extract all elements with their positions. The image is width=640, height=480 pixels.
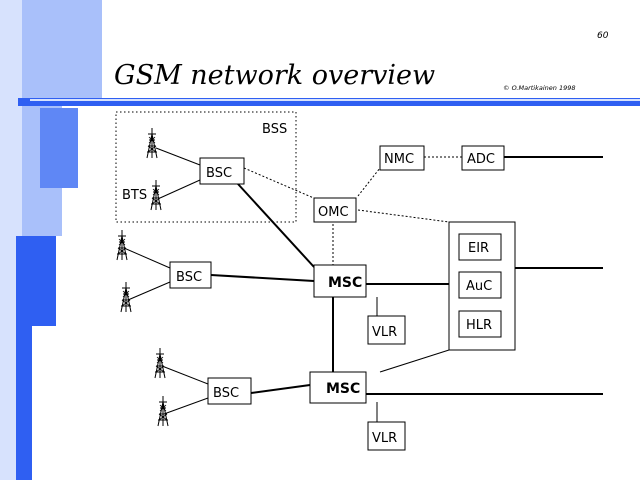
omc-label: OMC xyxy=(318,205,349,220)
bsc-label: BSC xyxy=(176,270,202,285)
msc-label: MSC xyxy=(328,275,362,291)
bsc-node: BSC xyxy=(199,157,245,185)
connection-lines xyxy=(123,147,603,422)
omc-node: OMC xyxy=(313,197,357,223)
auc-label: AuC xyxy=(466,279,492,294)
hlr-label: HLR xyxy=(466,318,492,333)
copyright-notice: © O.Martikainen 1998 xyxy=(503,84,576,92)
msc-node: MSC xyxy=(313,264,367,298)
slide-title: GSM network overview xyxy=(114,60,435,91)
adc-node: ADC xyxy=(461,145,505,171)
bsc-label: BSC xyxy=(213,386,239,401)
registers-group: EIR AuC HLR xyxy=(448,221,516,351)
eir-label: EIR xyxy=(468,241,489,256)
nmc-label: NMC xyxy=(384,152,414,167)
vlr-label: VLR xyxy=(372,325,397,340)
vlr-label: VLR xyxy=(372,431,397,446)
header-rule xyxy=(18,98,640,106)
bss-label: BSS xyxy=(262,122,287,137)
bts-antennas xyxy=(116,127,169,427)
bsc-label: BSC xyxy=(206,166,232,181)
msc-label: MSC xyxy=(326,381,360,397)
bss-region xyxy=(115,111,297,223)
bts-label: BTS xyxy=(122,188,147,203)
bsc-node: BSC xyxy=(169,261,212,289)
decorative-side-bars xyxy=(0,0,102,480)
bsc-node: BSC xyxy=(207,377,252,405)
msc-node: MSC xyxy=(309,371,367,404)
adc-label: ADC xyxy=(467,152,495,167)
vlr-node: VLR xyxy=(367,315,406,345)
nmc-node: NMC xyxy=(379,145,425,171)
vlr-node: VLR xyxy=(367,421,406,451)
page-number: 60 xyxy=(597,31,609,41)
